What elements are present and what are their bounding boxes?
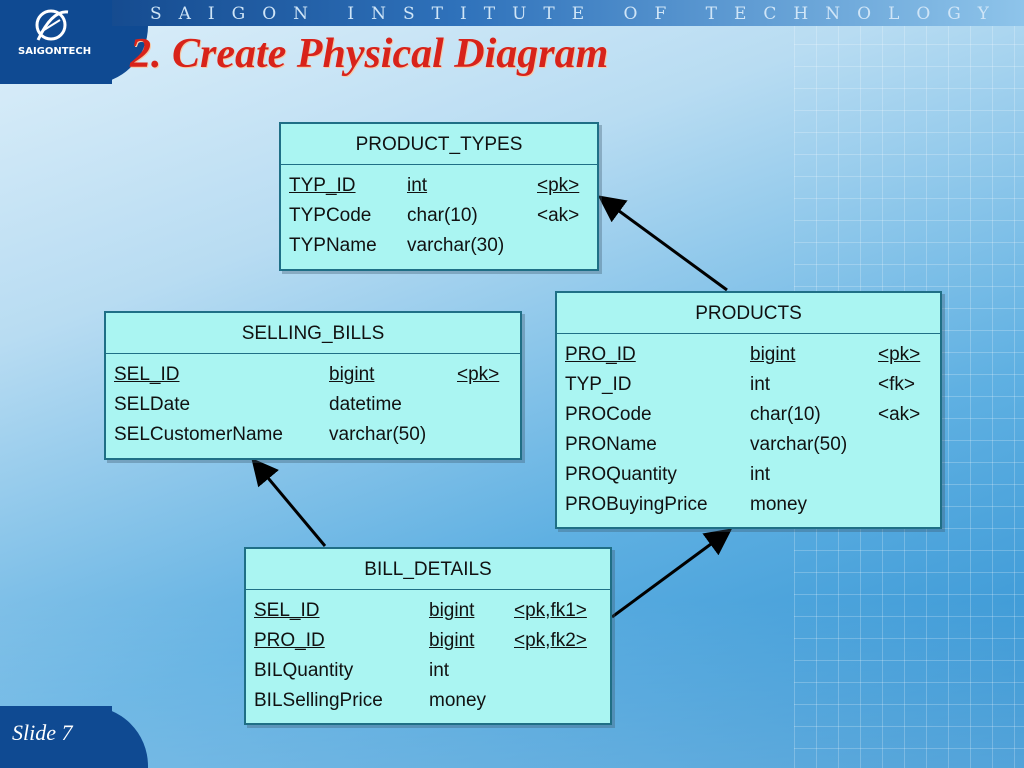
column-name: BILSellingPrice	[254, 690, 383, 711]
header-bar	[0, 0, 1024, 26]
entity-product-types[interactable]: PRODUCT_TYPES TYP_ID int <pk> TYPCode ch…	[279, 122, 599, 271]
column-key: <ak>	[878, 404, 921, 425]
column-type: datetime	[329, 394, 402, 415]
column-name: TYP_ID	[289, 175, 356, 196]
entity-bill-details[interactable]: BILL_DETAILS SEL_ID bigint <pk,fk1> PRO_…	[244, 547, 612, 725]
column-key	[514, 656, 599, 686]
attribute-row: TYPName varchar(30)	[289, 231, 591, 261]
attribute-row: SEL_ID bigint <pk>	[114, 360, 511, 390]
column-key: <pk,fk2>	[514, 630, 587, 651]
column-name: PRO_ID	[565, 344, 636, 365]
column-type: bigint	[329, 364, 375, 385]
logo-text: SAIGONTECH	[18, 46, 92, 57]
column-name: PROName	[565, 434, 657, 455]
column-type: varchar(30)	[407, 235, 505, 256]
column-key	[537, 231, 591, 261]
column-type: varchar(50)	[329, 424, 427, 445]
attribute-row: PROCode char(10) <ak>	[565, 400, 932, 430]
attribute-row: BILQuantity int	[254, 656, 599, 686]
saigontech-logo-icon	[35, 9, 69, 41]
entity-products[interactable]: PRODUCTS PRO_ID bigint <pk> TYP_ID int <…	[555, 291, 942, 529]
column-type: bigint	[429, 630, 475, 651]
column-key	[878, 430, 932, 460]
column-key: <pk>	[457, 364, 500, 385]
slide-title: 2. Create Physical Diagram	[130, 31, 609, 77]
column-key: <ak>	[537, 205, 580, 226]
attribute-table: SEL_ID bigint <pk,fk1> PRO_ID bigint <pk…	[254, 596, 599, 716]
attribute-row: SELCustomerName varchar(50)	[114, 420, 511, 450]
entity-title: PRODUCTS	[557, 293, 940, 334]
column-type: bigint	[429, 600, 475, 621]
slide-number: Slide 7	[12, 720, 73, 745]
column-name: PROQuantity	[565, 464, 677, 485]
column-type: varchar(50)	[750, 434, 848, 455]
attribute-row: PRO_ID bigint <pk>	[565, 340, 932, 370]
column-name: TYPCode	[289, 205, 372, 226]
column-type: money	[750, 494, 808, 515]
column-name: BILQuantity	[254, 660, 354, 681]
column-type: int	[750, 464, 771, 485]
entity-selling-bills[interactable]: SELLING_BILLS SEL_ID bigint <pk> SELDate…	[104, 311, 522, 460]
column-name: TYP_ID	[565, 374, 632, 395]
column-name: SELCustomerName	[114, 424, 283, 445]
connector-products-to-product-types	[597, 195, 728, 292]
column-type: char(10)	[407, 205, 478, 226]
entity-title: PRODUCT_TYPES	[281, 124, 597, 165]
attribute-row: SELDate datetime	[114, 390, 511, 420]
column-type: money	[429, 690, 487, 711]
attribute-table: PRO_ID bigint <pk> TYP_ID int <fk> PROCo…	[565, 340, 932, 520]
attribute-table: TYP_ID int <pk> TYPCode char(10) <ak> TY…	[289, 171, 591, 261]
column-key	[457, 390, 511, 420]
column-type: int	[407, 175, 428, 196]
institute-name: SAIGON INSTITUTE OF TECHNOLOGY	[150, 4, 1006, 24]
connector-bill-details-to-products	[611, 528, 733, 619]
attribute-row: PRO_ID bigint <pk,fk2>	[254, 626, 599, 656]
attribute-row: TYP_ID int <pk>	[289, 171, 591, 201]
column-name: PROCode	[565, 404, 652, 425]
column-key: <pk>	[537, 175, 580, 196]
column-key: <fk>	[878, 374, 915, 395]
column-name: SEL_ID	[114, 364, 180, 385]
column-type: int	[429, 660, 450, 681]
column-type: bigint	[750, 344, 796, 365]
column-key	[514, 686, 599, 716]
column-name: SEL_ID	[254, 600, 320, 621]
attribute-table: SEL_ID bigint <pk> SELDate datetime SELC…	[114, 360, 511, 450]
column-key	[457, 420, 511, 450]
column-key: <pk,fk1>	[514, 600, 587, 621]
attribute-row: BILSellingPrice money	[254, 686, 599, 716]
attribute-row: TYP_ID int <fk>	[565, 370, 932, 400]
entity-title: BILL_DETAILS	[246, 549, 610, 590]
attribute-row: PROName varchar(50)	[565, 430, 932, 460]
attribute-row: PROBuyingPrice money	[565, 490, 932, 520]
column-name: TYPName	[289, 235, 377, 256]
column-name: PRO_ID	[254, 630, 325, 651]
entity-title: SELLING_BILLS	[106, 313, 520, 354]
column-type: int	[750, 374, 771, 395]
column-key: <pk>	[878, 344, 921, 365]
attribute-row: SEL_ID bigint <pk,fk1>	[254, 596, 599, 626]
attribute-row: TYPCode char(10) <ak>	[289, 201, 591, 231]
attribute-row: PROQuantity int	[565, 460, 932, 490]
column-name: SELDate	[114, 394, 191, 415]
column-name: PROBuyingPrice	[565, 494, 708, 515]
column-key	[878, 460, 932, 490]
connector-bill-details-to-selling-bills	[251, 457, 327, 547]
column-key	[878, 490, 932, 520]
column-type: char(10)	[750, 404, 821, 425]
